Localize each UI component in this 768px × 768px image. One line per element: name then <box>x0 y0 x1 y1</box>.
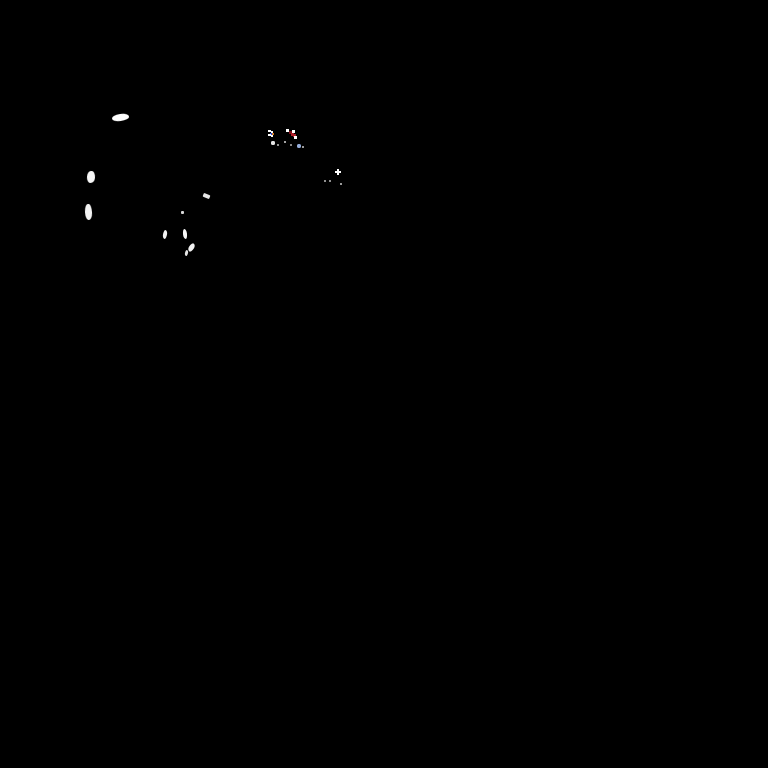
red-diagonal-streak <box>286 128 300 141</box>
cluster-pixel <box>272 133 274 135</box>
blue-orange-speck <box>266 129 277 139</box>
scatter-dot <box>271 141 275 145</box>
scatter-dot <box>276 143 280 147</box>
cluster-pixel <box>286 129 289 132</box>
white-speck <box>162 229 168 240</box>
white-speck <box>86 170 96 184</box>
scatter-dot <box>283 140 287 144</box>
scatter-dot <box>323 179 327 183</box>
cluster-pixel <box>268 130 271 132</box>
cluster-pixel <box>292 130 295 133</box>
white-speck <box>182 228 188 240</box>
plus-shaped-speck-vertical <box>337 169 339 175</box>
cluster-pixel <box>268 134 271 136</box>
scatter-dot <box>289 143 293 147</box>
cluster-pixel <box>291 133 294 136</box>
cluster-pixel <box>294 136 297 139</box>
scatter-dot <box>328 179 332 183</box>
cluster-pixel <box>293 134 296 137</box>
scatter-dot <box>297 144 301 148</box>
white-speck <box>181 211 184 214</box>
scatter-dot <box>301 145 305 149</box>
white-speck <box>111 112 130 123</box>
white-speck <box>184 249 189 257</box>
cluster-pixel <box>270 133 272 135</box>
cluster-pixel <box>271 135 273 137</box>
scatter-dot <box>339 182 343 186</box>
white-speck <box>202 192 211 200</box>
white-speck <box>84 203 93 221</box>
cluster-pixel <box>289 131 292 134</box>
cluster-pixel <box>271 131 273 133</box>
